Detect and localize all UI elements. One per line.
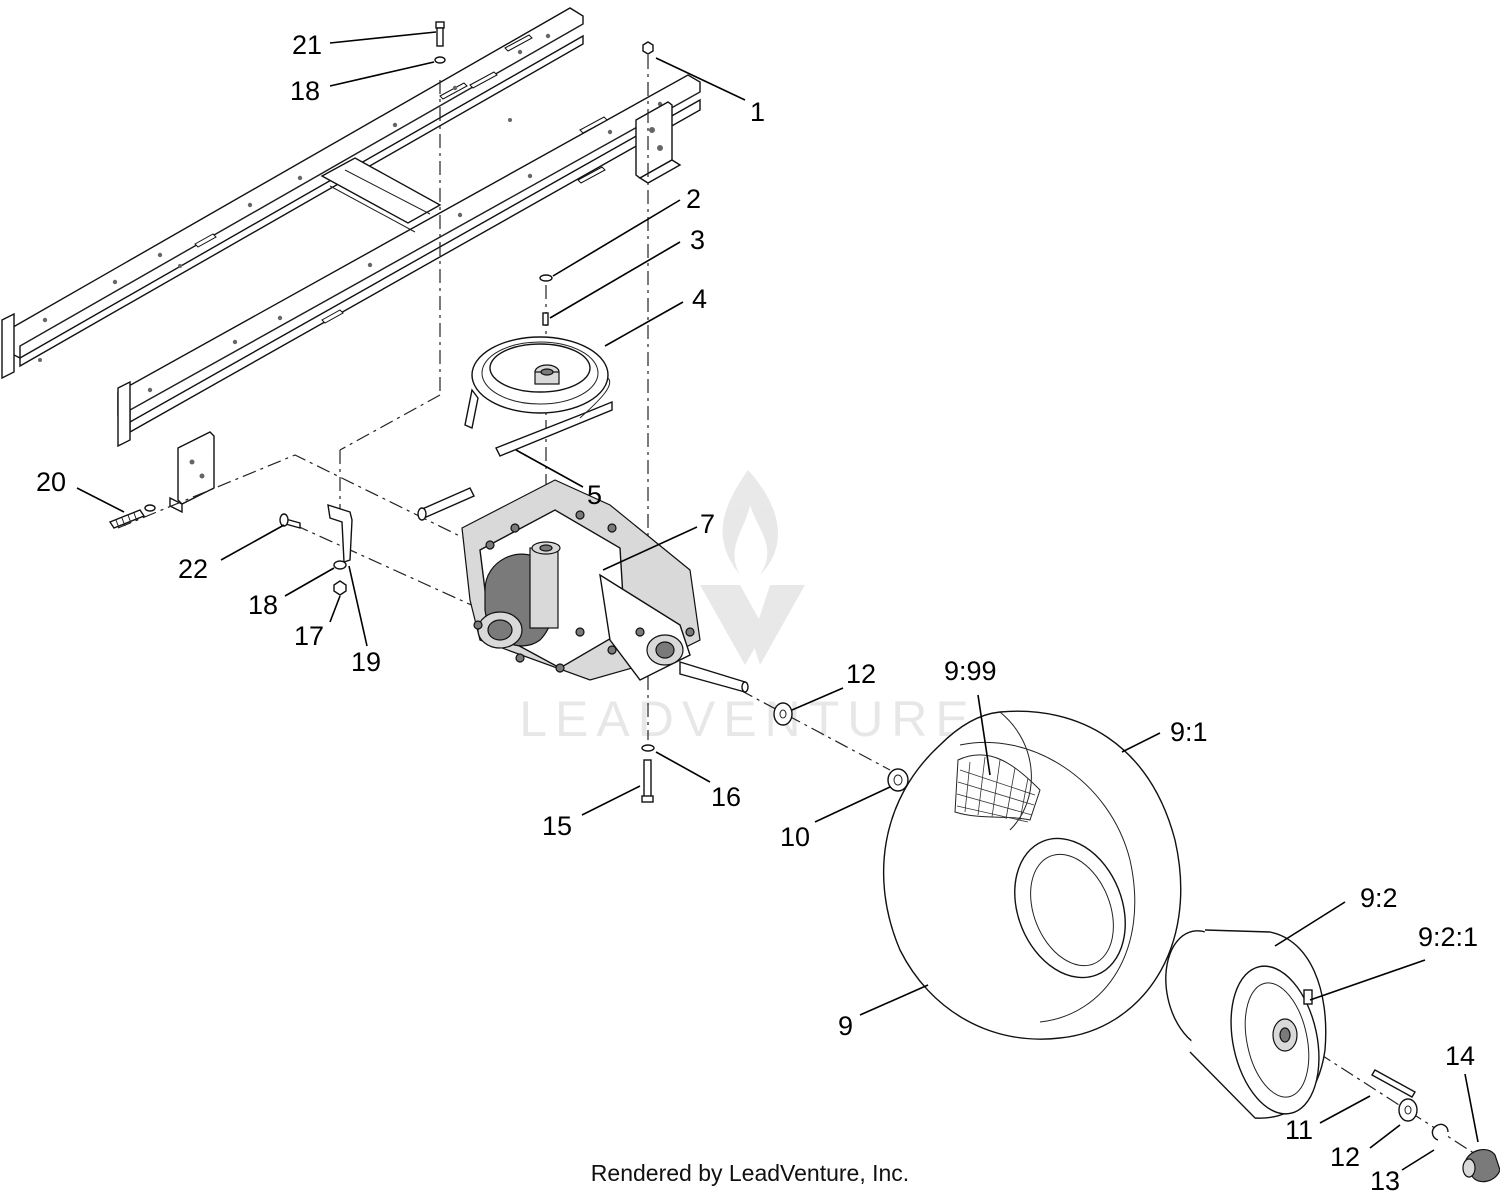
callout-2: 2 <box>686 184 701 214</box>
callout-17: 17 <box>294 621 324 651</box>
callout-19: 19 <box>351 647 381 677</box>
callout-9-1: 9:1 <box>1170 717 1208 747</box>
bolt-1 <box>642 41 654 55</box>
retaining-ring-2 <box>539 274 553 282</box>
callout-15: 15 <box>542 811 572 841</box>
callout-16: 16 <box>711 782 741 812</box>
rendered-by-footer: Rendered by LeadVenture, Inc. <box>590 1160 910 1186</box>
washer-16 <box>641 744 655 752</box>
frame-rails <box>1 7 701 448</box>
transaxle-7 <box>417 479 749 693</box>
callout-14: 14 <box>1445 1041 1475 1071</box>
hub-cap-14 <box>1462 1148 1500 1183</box>
leadventure-watermark-text: LEADVENTURE <box>519 691 977 747</box>
washer-10 <box>887 768 909 792</box>
key-11 <box>1371 1069 1416 1098</box>
nut-17 <box>333 580 347 596</box>
leader-lines <box>76 31 1479 1171</box>
callout-12-hub: 12 <box>1330 1142 1360 1172</box>
washer-12-hub <box>1398 1098 1418 1122</box>
callout-21: 21 <box>292 30 322 60</box>
tire-9 <box>882 710 1182 1040</box>
callout-3: 3 <box>690 225 705 255</box>
washer-18-top <box>434 56 446 64</box>
callout-10: 10 <box>780 822 810 852</box>
key-3 <box>542 312 549 326</box>
callout-18: 18 <box>248 590 278 620</box>
callout-7: 7 <box>700 509 715 539</box>
callout-18-top: 18 <box>290 76 320 106</box>
callout-4: 4 <box>692 284 707 314</box>
callout-9-2-1: 9:2:1 <box>1418 922 1478 952</box>
callout-labels: 21 18 1 2 3 4 5 7 20 22 18 17 19 12 9:99… <box>36 30 1478 1196</box>
washer-12-axle <box>773 702 793 726</box>
callout-12-axle: 12 <box>846 659 876 689</box>
retaining-ring-13 <box>1431 1123 1449 1141</box>
callout-9: 9 <box>838 1011 853 1041</box>
drive-belt-5 <box>464 377 613 457</box>
callout-22: 22 <box>178 554 208 584</box>
callout-11: 11 <box>1285 1115 1313 1145</box>
callout-9-2: 9:2 <box>1360 883 1398 913</box>
bracket-19 <box>327 503 353 563</box>
bolt-22 <box>279 513 301 529</box>
callout-13: 13 <box>1370 1166 1400 1196</box>
callout-9-99: 9:99 <box>944 656 997 686</box>
callout-1: 1 <box>750 97 765 127</box>
pulley-4 <box>471 336 609 414</box>
wheel-rim-9-2 <box>1165 929 1327 1119</box>
callout-20: 20 <box>36 467 66 497</box>
spring-20 <box>108 504 156 529</box>
valve-stem-9-2-1 <box>1303 989 1313 1005</box>
rear-bracket-left <box>169 431 215 514</box>
bolt-21 <box>435 21 445 47</box>
washer-18 <box>333 560 347 570</box>
rear-bracket-right <box>635 101 682 184</box>
callout-5: 5 <box>587 480 602 510</box>
bolt-15 <box>641 759 654 803</box>
leadventure-watermark-logo <box>700 470 805 665</box>
